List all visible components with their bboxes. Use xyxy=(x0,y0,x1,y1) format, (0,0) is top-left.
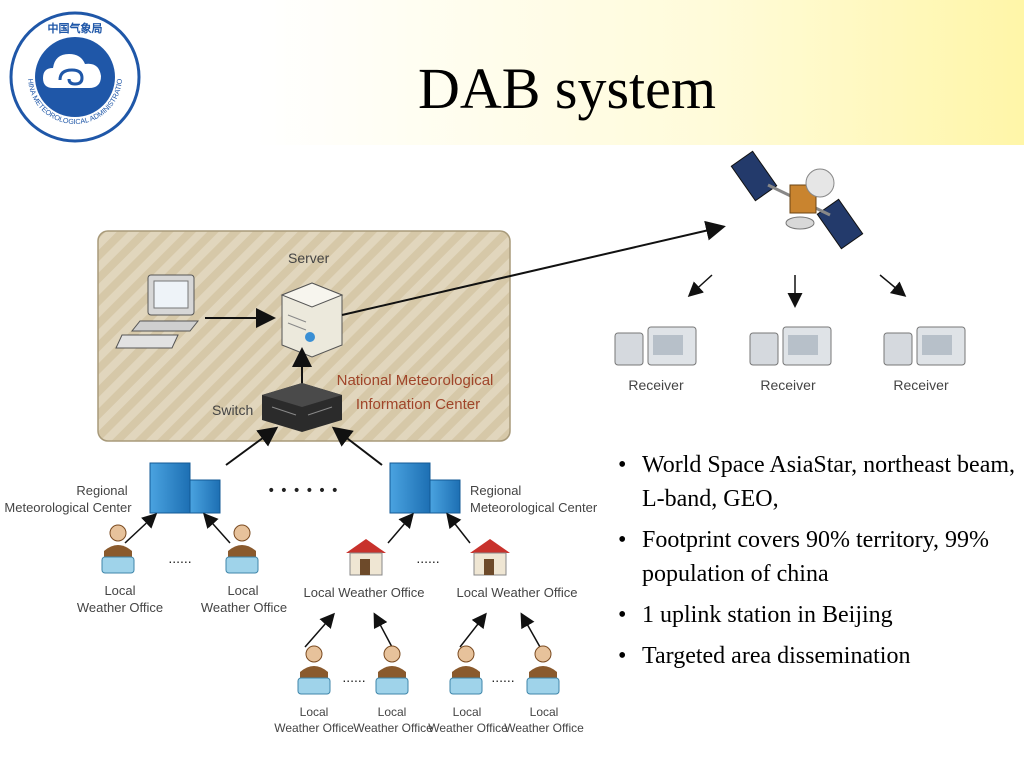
local-label-b1: Local xyxy=(227,583,258,598)
slide-title: DAB system xyxy=(417,56,717,121)
local-office-house-icon xyxy=(346,539,386,576)
server-label: Server xyxy=(288,250,330,266)
local-label-a2: Weather Office xyxy=(77,600,163,615)
switch-label: Switch xyxy=(212,402,253,418)
local-label-e1: Local xyxy=(453,705,482,719)
local-label-e2: Weather Office xyxy=(428,721,508,735)
workstation-computer-icon xyxy=(115,274,200,349)
local-office-person-icon xyxy=(449,645,483,695)
cma-cloud-logo-icon: 中国气象局 CHINA METEOROLOGICAL ADMINISTRATIO… xyxy=(8,10,141,143)
local-label-a1: Local xyxy=(104,583,135,598)
local-office-person-icon xyxy=(297,645,331,695)
regional-label-right-line2: Meteorological Center xyxy=(470,500,598,515)
local-label-c1: Local xyxy=(300,705,329,719)
bullet-list: World Space AsiaStar, northeast beam, L-… xyxy=(612,448,1022,680)
receiver-device-icon xyxy=(614,326,697,366)
receiver-device-icon xyxy=(883,326,966,366)
local-label-b2: Weather Office xyxy=(201,600,287,615)
local-label-f2: Weather Office xyxy=(504,721,584,735)
server-icon xyxy=(280,282,344,358)
local-label-f1: Local xyxy=(530,705,559,719)
local-label-c2: Weather Office xyxy=(274,721,354,735)
local-label-d2: Weather Office xyxy=(353,721,433,735)
local-office-house-icon xyxy=(470,539,510,576)
ellipsis-c: ...... xyxy=(342,669,365,685)
nmic-label-line1: National Meteorological xyxy=(337,372,494,389)
local-office-person-icon xyxy=(526,645,560,695)
satellite-icon xyxy=(730,150,864,250)
ellipsis-d: ...... xyxy=(491,669,514,685)
regional-label-left-line1: Regional xyxy=(76,483,127,498)
local-office-person-icon xyxy=(375,645,409,695)
local-office-person-icon xyxy=(101,524,135,574)
bullet-item: World Space AsiaStar, northeast beam, L-… xyxy=(612,448,1022,516)
logo-top-text: 中国气象局 xyxy=(48,21,103,35)
local-office-label-2: Local Weather Office xyxy=(457,585,578,600)
ellipsis-a: ...... xyxy=(168,550,191,566)
receiver-label-2: Receiver xyxy=(760,377,816,393)
ellipsis-regional: • • • • • • xyxy=(267,483,339,499)
receiver-label-1: Receiver xyxy=(628,377,684,393)
regional-label-right-line1: Regional xyxy=(470,483,521,498)
local-office-person-icon xyxy=(225,524,259,574)
dab-network-diagram: Server Switch National Meteorological In… xyxy=(4,150,966,735)
bullet-item: Footprint covers 90% territory, 99% popu… xyxy=(612,523,1022,591)
nmic-label-line2: Information Center xyxy=(356,396,480,413)
bullet-item: 1 uplink station in Beijing xyxy=(612,598,1022,632)
receiver-device-icon xyxy=(749,326,832,366)
ellipsis-b: ...... xyxy=(416,550,439,566)
switch-icon xyxy=(262,383,342,432)
local-label-d1: Local xyxy=(378,705,407,719)
regional-label-left-line2: Meteorological Center xyxy=(4,500,132,515)
regional-center-building-icon xyxy=(149,462,221,514)
local-office-label-1: Local Weather Office xyxy=(304,585,425,600)
bullet-item: Targeted area dissemination xyxy=(612,639,1022,673)
receiver-label-3: Receiver xyxy=(893,377,949,393)
slide-header xyxy=(0,0,1024,145)
regional-center-building-icon xyxy=(389,462,461,514)
